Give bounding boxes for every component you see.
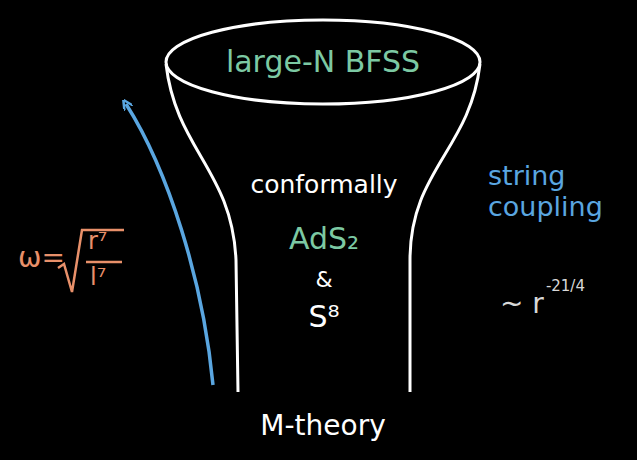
fraction-bar xyxy=(86,261,122,264)
funnel-left-side xyxy=(166,64,238,392)
node-text: conformally xyxy=(250,171,397,200)
flow-arrow xyxy=(126,104,213,385)
denominator: l⁷ xyxy=(90,264,106,292)
numerator: r⁷ xyxy=(88,228,108,256)
bottom-label: M-theory xyxy=(260,410,385,442)
node-text: S⁸ xyxy=(308,300,339,335)
throat-ellipse-node: large-N BFSS xyxy=(166,20,480,104)
scaling-exponent: -21/4 xyxy=(546,278,585,295)
coupling-label: string coupling xyxy=(488,160,628,222)
omega-label: ω= xyxy=(18,242,65,274)
funnel-node: conformallyAdS₂ & S⁸ xyxy=(228,138,420,368)
node-text: & xyxy=(315,267,332,292)
funnel-right-side xyxy=(410,64,480,392)
scaling-label: ~ r xyxy=(500,288,544,320)
throat-ellipse xyxy=(166,20,480,104)
node-text: large-N BFSS xyxy=(226,45,420,80)
node-text: AdS₂ xyxy=(289,222,359,257)
